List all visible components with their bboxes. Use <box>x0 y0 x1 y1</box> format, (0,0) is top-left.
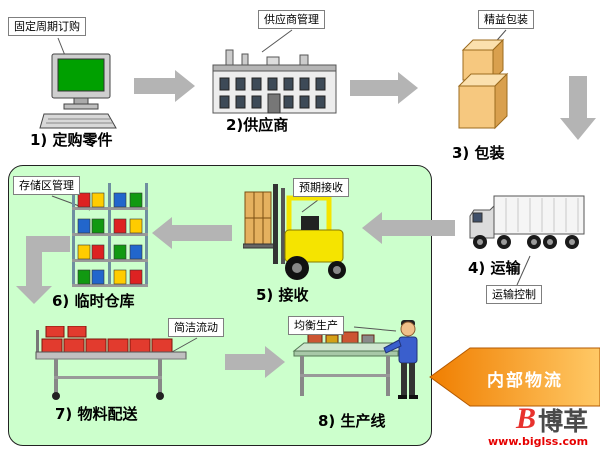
callout-fixed-cycle-ordering: 固定周期订购 <box>8 17 86 36</box>
workstation-icon <box>292 320 418 399</box>
boxes-icon <box>457 38 509 130</box>
step-label-transport: 4) 运输 <box>468 259 521 277</box>
step-label-delivery: 7) 物料配送 <box>55 405 138 423</box>
arrow-supplier-to-packaging <box>350 72 418 104</box>
step-label-order: 1) 定购零件 <box>30 131 113 149</box>
forklift-icon <box>243 184 346 280</box>
arrow-order-to-supplier <box>134 70 195 102</box>
internal-logistics-label: 内部物流 <box>487 371 563 391</box>
rack-icon <box>72 183 148 287</box>
internal-logistics-zone <box>8 165 432 446</box>
callout-expected-receiving: 预期接收 <box>293 178 349 197</box>
callout-storage-management: 存储区管理 <box>13 176 80 195</box>
callout-transport-control: 运输控制 <box>486 285 542 304</box>
conveyor-icon <box>35 326 187 400</box>
step-label-packaging: 3) 包装 <box>452 144 505 162</box>
callout-lean-packaging: 精益包装 <box>478 10 534 29</box>
computer-icon <box>39 53 117 129</box>
truck-icon <box>469 195 585 249</box>
watermark-logo: B 博革 www.biglss.com <box>488 402 589 448</box>
arrow-packaging-to-transport <box>560 76 596 140</box>
logo-b-mark: B <box>516 402 537 435</box>
callout-balanced-production: 均衡生产 <box>288 316 344 335</box>
logo-url: www.biglss.com <box>488 435 589 448</box>
logo-name: 博革 <box>538 407 589 436</box>
step-label-warehouse: 6) 临时仓库 <box>52 292 135 310</box>
factory-icon <box>212 49 337 114</box>
step-label-supplier: 2)供应商 <box>226 116 289 134</box>
callout-supplier-management: 供应商管理 <box>258 10 325 29</box>
step-label-receiving: 5) 接收 <box>256 286 309 304</box>
step-label-production: 8) 生产线 <box>318 412 386 430</box>
callout-simple-flow: 简洁流动 <box>168 318 224 337</box>
